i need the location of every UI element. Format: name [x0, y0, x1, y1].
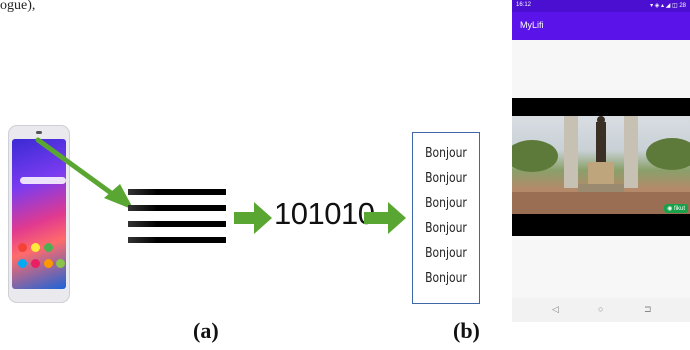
stripe	[128, 237, 226, 243]
diagonal-arrow	[35, 137, 134, 210]
light-pattern	[128, 186, 226, 248]
app-icon	[18, 259, 27, 268]
app-icon	[56, 259, 65, 268]
stripe	[128, 189, 226, 195]
app-icon	[18, 243, 27, 252]
app-icon	[31, 243, 40, 252]
bonjour-line: Bonjour	[425, 195, 467, 211]
camera-dot	[36, 131, 42, 134]
partial-caption: ogue),	[0, 0, 36, 13]
bonjour-line: Bonjour	[425, 170, 467, 186]
bonjour-line: Bonjour	[425, 220, 467, 236]
home-icon[interactable]: ○	[598, 304, 604, 314]
label-a: (a)	[193, 318, 219, 343]
monument-image	[512, 116, 690, 214]
status-icons: ▾ ◈ ▴ ◢ ◫ 28	[650, 3, 686, 9]
binary-bits: 101010	[274, 196, 375, 231]
arrow-shaft	[234, 212, 256, 224]
stripe	[128, 205, 226, 211]
label-b: (b)	[453, 318, 480, 343]
bonjour-line: Bonjour	[425, 145, 467, 161]
app-icon	[31, 259, 40, 268]
app-screenshot: 16:12 ▾ ◈ ▴ ◢ ◫ 28 MyLifi ◉	[512, 0, 690, 322]
app-bar: MyLifi	[512, 12, 690, 40]
app-title: MyLifi	[520, 20, 544, 30]
arrow-head	[388, 202, 406, 234]
video-player[interactable]: ◉ fikut	[512, 98, 690, 236]
back-icon[interactable]: ◁	[552, 304, 559, 314]
watermark-badge: ◉ fikut	[664, 204, 688, 213]
video-frame: ◉ fikut	[512, 116, 690, 214]
recents-icon[interactable]: ⊐	[644, 304, 652, 314]
bonjour-line: Bonjour	[425, 270, 467, 286]
bonjour-line: Bonjour	[425, 245, 467, 261]
search-bar	[20, 177, 66, 184]
arrow-shaft	[364, 212, 390, 224]
arrow-head	[254, 202, 272, 234]
decoded-text-box: Bonjour Bonjour Bonjour Bonjour Bonjour …	[412, 132, 480, 304]
phone-screen	[12, 139, 66, 289]
app-icon	[44, 243, 53, 252]
status-time: 16:12	[516, 2, 532, 8]
smartphone	[8, 125, 70, 303]
status-bar: 16:12 ▾ ◈ ▴ ◢ ◫ 28	[512, 0, 690, 12]
app-icon	[44, 259, 53, 268]
system-nav-bar: ◁ ○ ⊐	[512, 298, 690, 322]
stripe	[128, 221, 226, 227]
